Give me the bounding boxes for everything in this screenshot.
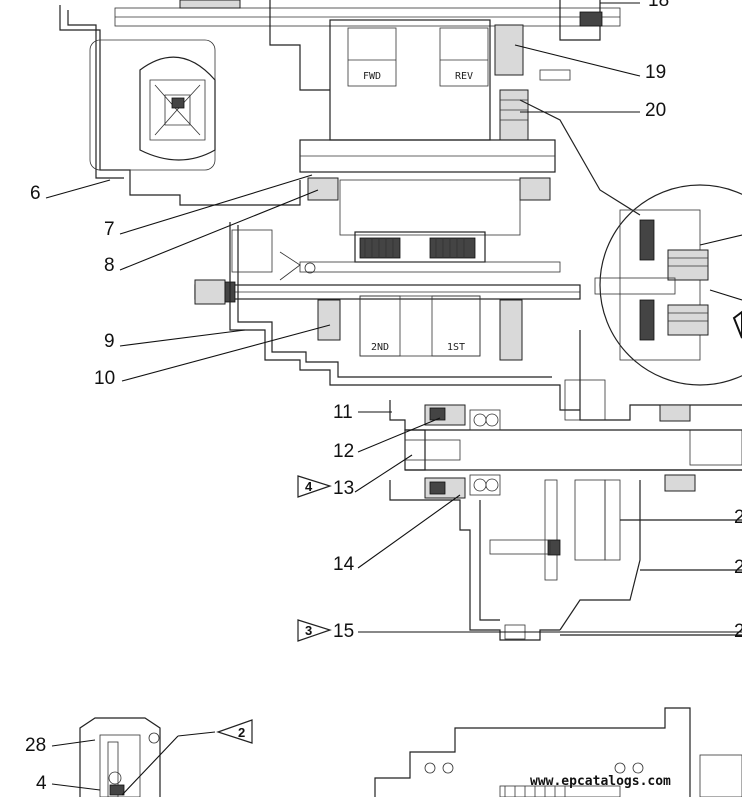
callout-13: 13 [333,478,354,499]
upper-housing [59,0,621,206]
detail-view-circle [594,184,742,386]
first-second-clutch-assembly: 2ND 1ST [194,231,581,361]
callout-2-partial-c: 2 [734,621,742,642]
flag-13: 4 [297,475,332,498]
flag-bottom-number: 2 [238,725,245,740]
right-lower-housing [564,330,742,492]
bottom-left-fragment [79,717,161,797]
callout-15: 15 [333,621,354,642]
callout-14: 14 [333,554,355,575]
callout-2-partial-a: 2 [734,507,742,528]
flag-bottom: 2 [216,719,253,744]
middle-shaft [299,99,641,236]
watermark: www.epcatalogs.com [530,774,671,789]
rev-label: REV [455,71,473,82]
output-drop-housing [389,400,742,641]
callout-12: 12 [333,441,354,462]
callout-9: 9 [104,331,115,352]
callout-18-partial: 18 [648,0,669,11]
callout-10: 10 [94,368,115,389]
flag-15-number: 3 [305,623,312,638]
fwd-label: FWD [363,71,381,82]
callout-4: 4 [36,773,47,794]
callout-labels: 6 7 8 9 10 11 12 13 14 15 19 20 18 2 2 2… [25,0,742,794]
callout-8: 8 [104,255,115,276]
bottom-right-fragment [374,707,742,797]
callout-6: 6 [30,183,41,204]
flag-15: 3 [297,619,332,642]
clutch-discs-left [359,237,401,259]
left-lower-housing [229,222,580,411]
second-gear-label: 2ND [371,342,389,353]
leader-lines [45,2,742,796]
callout-7: 7 [104,219,115,240]
callout-19: 19 [645,62,666,83]
callout-11: 11 [333,402,353,423]
callout-2-partial-b: 2 [734,557,742,578]
flag-13-number: 4 [305,479,313,494]
first-gear-label: 1ST [447,342,465,353]
clutch-discs-right [429,237,476,259]
callout-28: 28 [25,735,46,756]
fwd-rev-clutch-assembly: FWD REV [329,19,529,141]
callout-20: 20 [645,100,666,121]
